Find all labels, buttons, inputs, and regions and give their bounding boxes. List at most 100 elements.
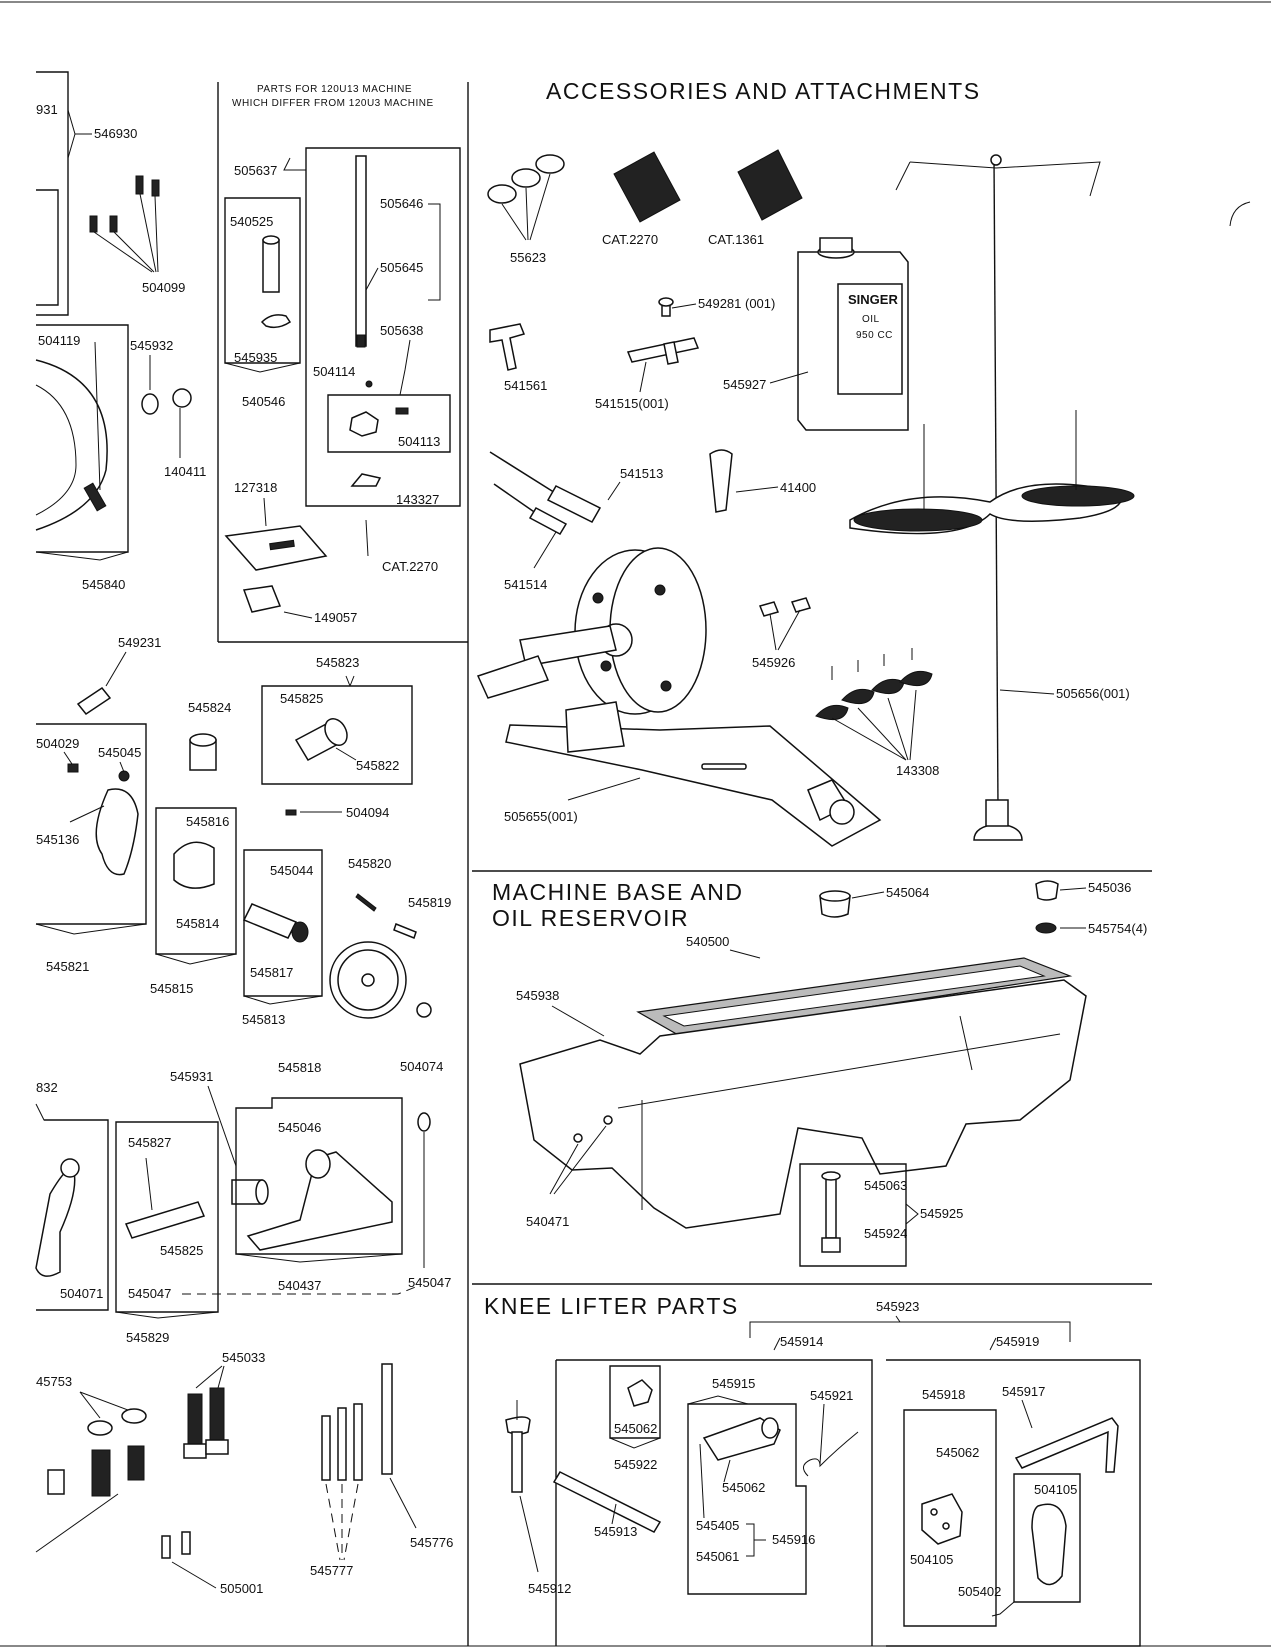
label-545913: 545913 [594, 1524, 637, 1539]
label-541561: 541561 [504, 378, 547, 393]
shaft-545827 [124, 1201, 206, 1239]
guide-143327 [350, 473, 382, 487]
label-545063: 545063 [864, 1178, 907, 1193]
box-545925-group [799, 1163, 907, 1267]
bolt-545033-b [209, 1387, 225, 1443]
pin-545063 [825, 1175, 837, 1239]
label-549231: 549231 [118, 635, 161, 650]
label-541513: 541513 [620, 466, 663, 481]
label-545840: 545840 [82, 577, 125, 592]
label-505646: 505646 [380, 196, 423, 211]
label-540437: 540437 [278, 1278, 321, 1293]
label-540525: 540525 [230, 214, 273, 229]
screw-504114 [365, 380, 373, 388]
plug-545036 [1035, 880, 1059, 901]
label-545047-a: 545047 [128, 1286, 171, 1301]
oil-can-brand: SINGER [848, 292, 898, 307]
brace-545840 [35, 551, 129, 561]
label-545915: 545915 [712, 1376, 755, 1391]
box-505638-group [305, 147, 461, 507]
accessories-section: 55623 CAT.2270 CAT.1361 541561 549281 (0… [476, 149, 1135, 847]
label-541514: 541514 [504, 577, 547, 592]
label-545919: 545919 [996, 1334, 1039, 1349]
box-504071-group [36, 1119, 109, 1311]
screw-b [91, 1449, 111, 1497]
label-505638: 505638 [380, 323, 423, 338]
screw-140411 [172, 388, 192, 408]
accessories-title: ACCESSORIES AND ATTACHMENTS [546, 78, 981, 104]
label-545932: 545932 [130, 338, 173, 353]
label-140411: 140411 [164, 464, 206, 479]
hook-parts-group: 549231 504029 545045 545136 545821 54582… [35, 635, 451, 1075]
clamp-545926-b [790, 597, 812, 613]
screw-504074 [416, 1002, 432, 1018]
rod-545776 [381, 1363, 393, 1475]
label-545136: 545136 [36, 832, 79, 847]
label-545914: 545914 [780, 1334, 823, 1349]
screw-a [47, 1469, 65, 1495]
label-504114: 504114 [313, 364, 355, 379]
oil-can-545927: SINGER OIL 950 CC [797, 237, 909, 431]
label-545062-b: 545062 [722, 1480, 765, 1495]
label-540546: 540546 [242, 394, 285, 409]
screwdriver-541513 [546, 485, 602, 523]
clamp-545062-c [921, 1493, 963, 1545]
label-545045: 545045 [98, 745, 141, 760]
label-541515: 541515(001) [595, 396, 669, 411]
screw-c [127, 1445, 145, 1481]
label-505001: 505001 [220, 1581, 263, 1596]
label-504094: 504094 [346, 805, 389, 820]
washer-45753-a [87, 1420, 113, 1436]
screw-504029 [67, 763, 79, 773]
stud-545047 [417, 1112, 431, 1132]
box-505402-group [1013, 1473, 1081, 1603]
label-931: 931 [36, 102, 58, 117]
oil-can-line3: 950 CC [856, 330, 893, 341]
label-545061: 545061 [696, 1549, 739, 1564]
box-545915-group [687, 1403, 807, 1595]
needle-pack-cat1361 [737, 149, 803, 221]
label-549281: 549281 (001) [698, 296, 775, 311]
label-545917: 545917 [1002, 1384, 1045, 1399]
page-corner-mark [1229, 201, 1251, 227]
felt-pads-143308 [815, 648, 933, 761]
label-545777: 545777 [310, 1563, 353, 1578]
label-504099: 504099 [142, 280, 185, 295]
label-545044: 545044 [270, 863, 313, 878]
dashed-leaders-545777 [325, 1483, 359, 1561]
label-545931: 545931 [170, 1069, 213, 1084]
label-545820: 545820 [348, 856, 391, 871]
oil-can-line2: OIL [862, 314, 880, 325]
label-505655: 505655(001) [504, 809, 578, 824]
washer-45753-b [121, 1408, 147, 1424]
label-545935: 545935 [234, 350, 277, 365]
bobbin-1 [487, 184, 517, 204]
knee-lifter-545912 [511, 1431, 523, 1493]
bolt-545033-a [187, 1393, 203, 1447]
label-127318: 127318 [234, 480, 277, 495]
label-504105-b: 504105 [910, 1552, 953, 1567]
left-top-group: 931 546930 504099 504119 545840 545932 1… [35, 71, 206, 592]
differ-title-line2: WHICH DIFFER FROM 120U3 MACHINE [232, 98, 434, 109]
bobbin-3 [535, 154, 565, 174]
pin-545819 [393, 923, 417, 939]
clamp-545926-a [758, 601, 780, 617]
label-545818: 545818 [278, 1060, 321, 1075]
base-title-line2: OIL RESERVOIR [492, 905, 689, 931]
box-545823-group [261, 685, 413, 785]
box-545914-group [556, 1359, 873, 1646]
label-505637: 505637 [234, 163, 277, 178]
differ-title-line1: PARTS FOR 120U13 MACHINE [257, 84, 412, 95]
rod-545913 [552, 1471, 662, 1533]
hook-545136 [95, 788, 139, 876]
pin-505001-b [181, 1531, 191, 1555]
label-143327: 143327 [396, 492, 439, 507]
label-545047-b: 545047 [408, 1275, 451, 1290]
pin-545777-a [321, 1415, 331, 1481]
needle-pack-cat2270 [613, 151, 681, 223]
label-41400: 41400 [780, 480, 816, 495]
needle-cat2270 [365, 519, 369, 557]
label-540500: 540500 [686, 934, 729, 949]
label-545916: 545916 [772, 1532, 815, 1547]
